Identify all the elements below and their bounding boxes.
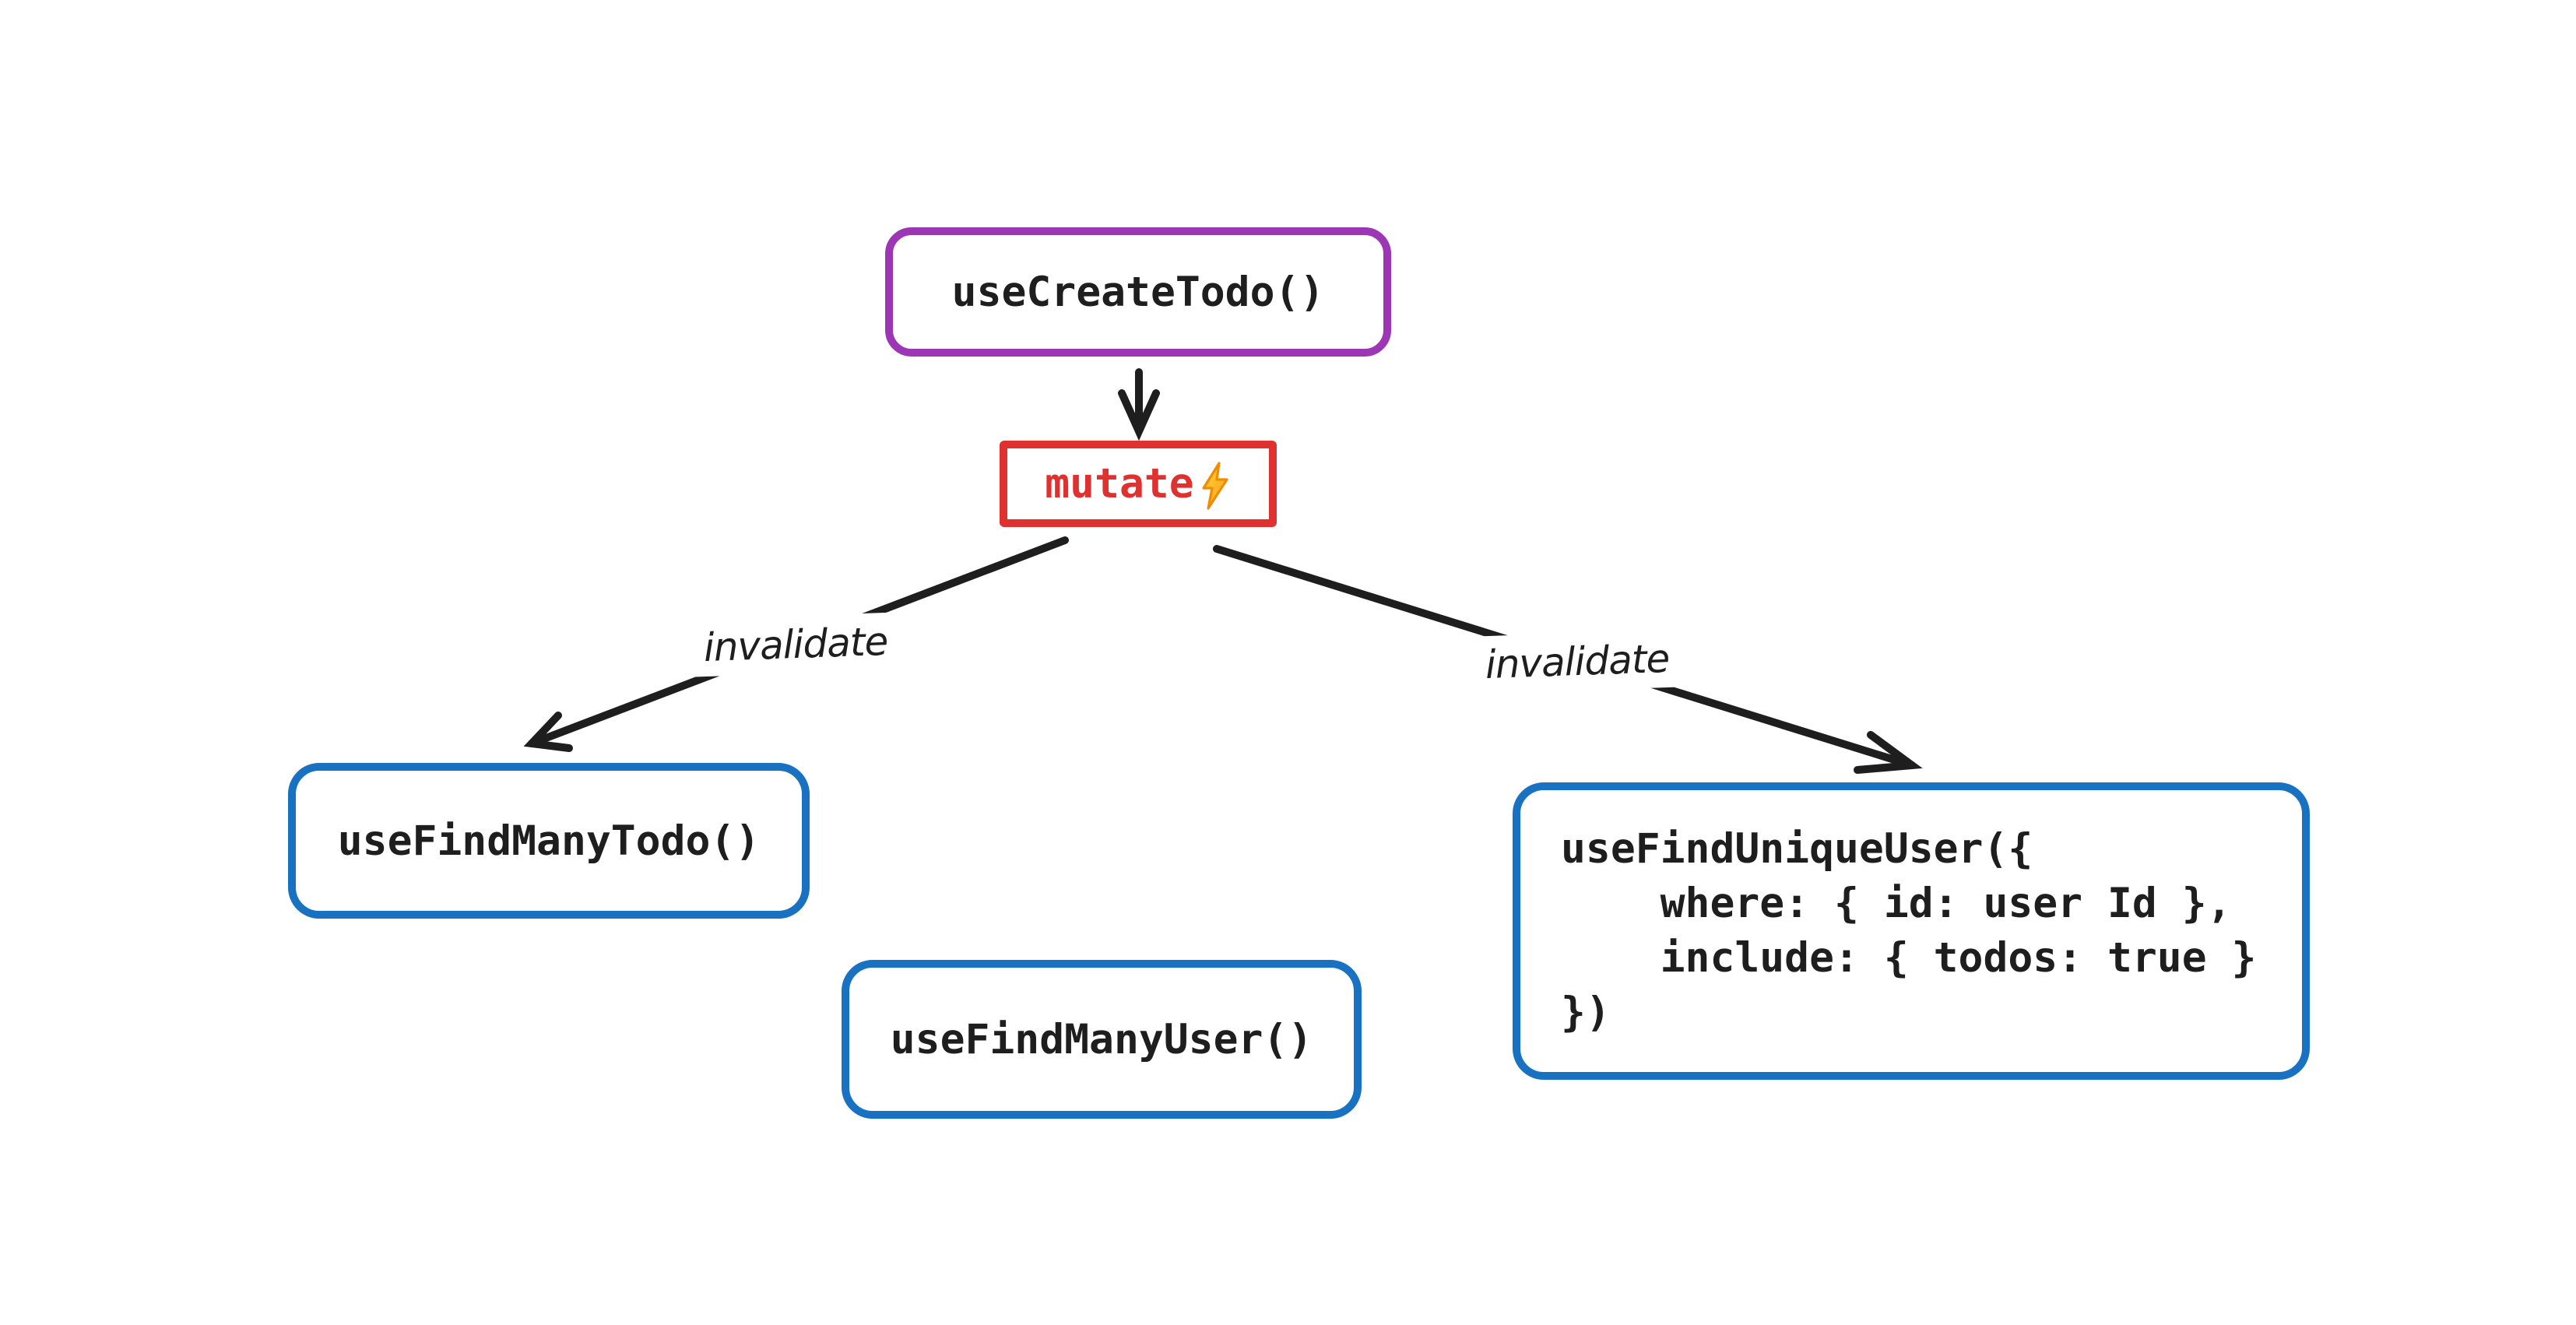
code-line-1: useFindUniqueUser({ bbox=[1561, 825, 2033, 873]
node-use-find-many-user: useFindManyUser() bbox=[842, 960, 1362, 1119]
node-mutate-label: mutate bbox=[1045, 460, 1194, 508]
node-use-create-todo-label: useCreateTodo() bbox=[951, 268, 1325, 316]
node-use-find-many-user-label: useFindManyUser() bbox=[890, 1015, 1313, 1063]
node-use-create-todo: useCreateTodo() bbox=[885, 227, 1391, 357]
node-use-find-many-todo-label: useFindManyTodo() bbox=[337, 817, 761, 865]
code-line-2: where: { id: user Id }, bbox=[1561, 880, 2232, 927]
edge-label-invalidate-right: invalidate bbox=[1471, 629, 1683, 694]
node-use-find-unique-user: useFindUniqueUser({ where: { id: user Id… bbox=[1513, 782, 2310, 1080]
edge-label-invalidate-left: invalidate bbox=[690, 612, 901, 677]
node-mutate: mutate bbox=[1000, 441, 1277, 527]
lightning-bolt-icon bbox=[1202, 461, 1228, 510]
node-use-find-many-todo: useFindManyTodo() bbox=[288, 763, 810, 919]
code-line-4: }) bbox=[1561, 989, 1611, 1036]
code-line-3: include: { todos: true } bbox=[1561, 934, 2257, 982]
arrow-create-to-mutate bbox=[1118, 368, 1160, 441]
